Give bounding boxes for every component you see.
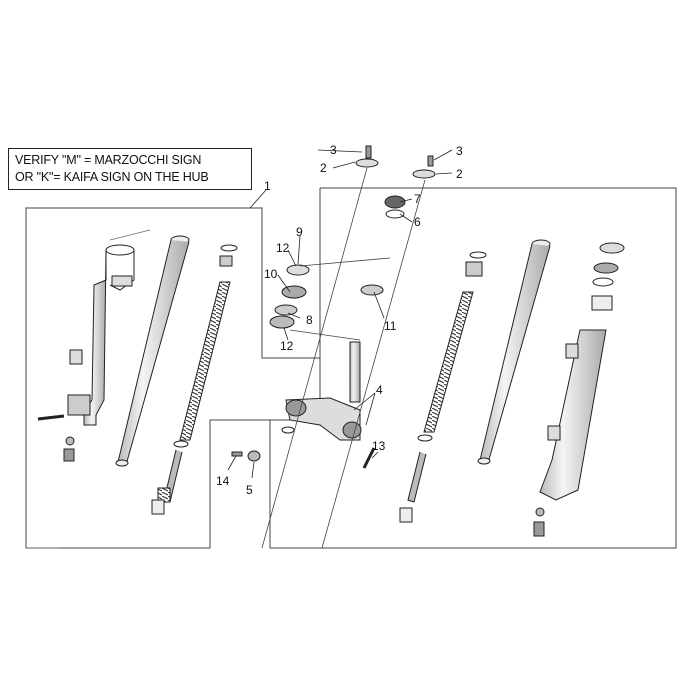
callout-12-top: 12	[276, 241, 290, 255]
callout-14: 14	[216, 474, 230, 488]
callout-11: 11	[384, 319, 397, 333]
verify-note-line-2: OR "K"= KAIFA SIGN ON THE HUB	[15, 170, 209, 184]
right-spring-and-damper	[399, 251, 487, 523]
callout-2-left: 2	[320, 161, 327, 175]
small-bolt-and-washer	[231, 426, 295, 462]
left-spring-and-damper	[151, 244, 238, 515]
verify-note-line-1: VERIFY "M" = MARZOCCHI SIGN	[15, 153, 202, 167]
callout-labels: 1 2 3 3 2 7 6 9 12 10 8 11 12 4 13 14 5	[216, 143, 463, 497]
steering-stem-assembly	[231, 145, 436, 549]
top-bolts	[355, 145, 436, 179]
callout-1: 1	[264, 179, 271, 193]
callout-3-right: 3	[456, 144, 463, 158]
right-fork-frame	[269, 187, 677, 549]
callout-8: 8	[306, 313, 313, 327]
callout-2-right: 2	[456, 167, 463, 181]
callout-5: 5	[246, 483, 253, 497]
callout-6: 6	[414, 215, 421, 229]
callout-10: 10	[264, 267, 278, 281]
right-inner-tube	[477, 239, 551, 465]
left-fork-slider	[37, 244, 135, 462]
lower-triple-clamp	[285, 341, 376, 469]
callout-9: 9	[296, 225, 303, 239]
leader-lines	[227, 149, 453, 479]
centre-dashed-guides	[261, 167, 426, 549]
callout-3-left: 3	[330, 143, 337, 157]
right-fork-assembly	[399, 239, 625, 537]
callout-12-bottom: 12	[280, 339, 294, 353]
left-fork-assembly	[26, 229, 238, 549]
left-dashed-guides	[26, 229, 151, 549]
callout-7: 7	[414, 192, 421, 206]
callout-13: 13	[372, 439, 386, 453]
callout-4: 4	[376, 383, 383, 397]
stem-nut-and-washer	[384, 195, 406, 219]
left-inner-tube	[115, 235, 190, 467]
right-fork-slider	[533, 242, 625, 537]
verify-note-box: VERIFY "M" = MARZOCCHI SIGN OR "K"= KAIF…	[8, 148, 252, 190]
bearing-stack	[269, 264, 384, 329]
